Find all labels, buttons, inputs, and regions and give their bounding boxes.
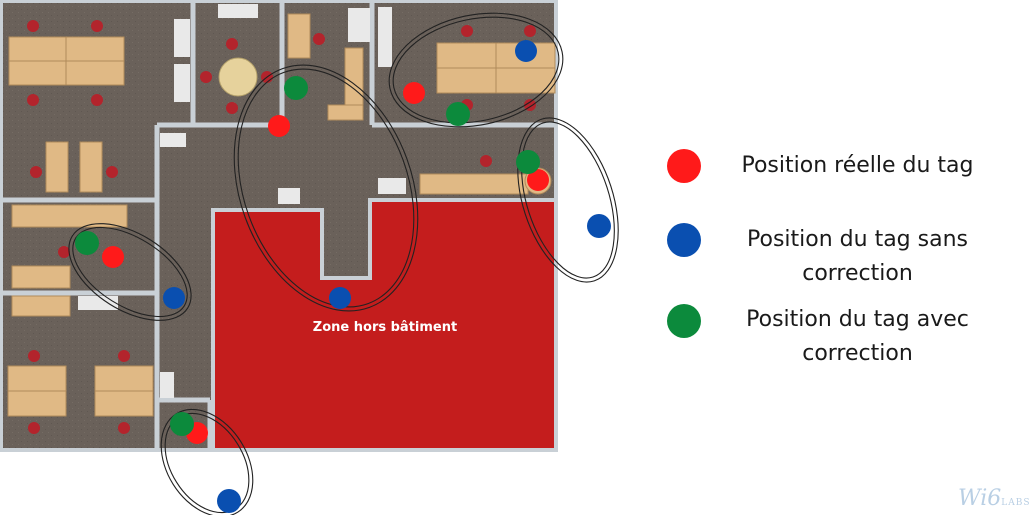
chair	[28, 350, 40, 362]
error-ellipse	[392, 16, 560, 124]
cabinet	[78, 296, 118, 310]
legend-corrected-line1: Position du tag avec	[746, 307, 969, 332]
uncorrected-position-marker	[163, 287, 185, 309]
logo-sub: LABS	[1001, 498, 1030, 508]
corrected-position-marker	[516, 150, 540, 174]
legend-uncorrected-swatch	[667, 223, 701, 257]
desk-block	[287, 13, 311, 59]
error-ellipses	[68, 12, 619, 515]
legend-uncorrected-label: Position du tag sans correction	[720, 223, 995, 291]
uncorrected-position-marker	[217, 489, 241, 513]
desk-block	[11, 204, 128, 228]
uncorrected-position-marker	[587, 214, 611, 238]
chair	[58, 246, 70, 258]
uncorrected-position-marker	[515, 40, 537, 62]
legend-real-swatch	[667, 149, 701, 183]
legend	[667, 149, 701, 338]
error-ellipse	[517, 117, 619, 283]
legend-uncorrected-line1: Position du tag sans	[747, 227, 968, 252]
real-position-marker	[527, 169, 549, 191]
error-ellipse	[72, 226, 188, 318]
corrected-position-marker	[446, 102, 470, 126]
desk-block	[11, 295, 71, 317]
wi6-labs-logo: Wi6LABS	[958, 486, 1030, 511]
outside-zone-area	[211, 198, 558, 452]
chair	[200, 71, 212, 83]
cabinet	[348, 8, 370, 42]
chair	[91, 20, 103, 32]
real-position-marker	[102, 246, 124, 268]
cabinet	[160, 372, 174, 398]
error-ellipse	[68, 223, 192, 321]
legend-corrected-label: Position du tag avec correction	[720, 303, 995, 371]
corrected-position-marker	[75, 231, 99, 255]
chair	[27, 94, 39, 106]
desk-block	[419, 173, 529, 195]
chair	[524, 99, 536, 111]
cabinet	[174, 19, 190, 57]
desk-block	[45, 141, 69, 193]
cabinet	[378, 178, 406, 194]
chair	[226, 102, 238, 114]
chair	[118, 422, 130, 434]
chair	[91, 94, 103, 106]
legend-real-label: Position réelle du tag	[741, 153, 974, 178]
cabinet	[378, 7, 392, 67]
cabinet	[160, 133, 186, 147]
meeting-table	[218, 57, 258, 97]
markers-uncorrected	[163, 40, 611, 513]
legend-uncorrected-line2: correction	[802, 261, 913, 286]
error-ellipse	[388, 12, 564, 128]
corrected-position-marker	[170, 412, 194, 436]
chair	[480, 155, 492, 167]
logo-main: Wi6	[958, 486, 1002, 511]
desk-block	[327, 104, 364, 121]
chair	[28, 422, 40, 434]
chair	[118, 350, 130, 362]
cabinet	[174, 64, 190, 102]
furniture	[7, 4, 556, 417]
uncorrected-position-marker	[329, 287, 351, 309]
chair	[106, 166, 118, 178]
chair	[461, 25, 473, 37]
error-ellipse	[237, 68, 415, 308]
desk-block	[11, 265, 71, 289]
legend-corrected-line2: correction	[802, 341, 913, 366]
chair	[524, 25, 536, 37]
printer	[278, 188, 300, 204]
chair	[27, 20, 39, 32]
chairs	[27, 20, 536, 434]
corrected-position-marker	[284, 76, 308, 100]
chair	[313, 33, 325, 45]
interior-walls	[3, 3, 557, 450]
real-position-marker	[268, 115, 290, 137]
chair	[226, 38, 238, 50]
desk-block	[79, 141, 103, 193]
zone-label: Zone hors bâtiment	[313, 320, 457, 335]
sofa	[218, 4, 258, 18]
outside-zone: Zone hors bâtiment	[211, 198, 558, 452]
legend-corrected-swatch	[667, 304, 701, 338]
real-position-marker	[403, 82, 425, 104]
error-ellipse	[233, 64, 419, 312]
error-ellipse	[521, 121, 615, 279]
markers-corrected	[75, 76, 540, 436]
chair	[30, 166, 42, 178]
